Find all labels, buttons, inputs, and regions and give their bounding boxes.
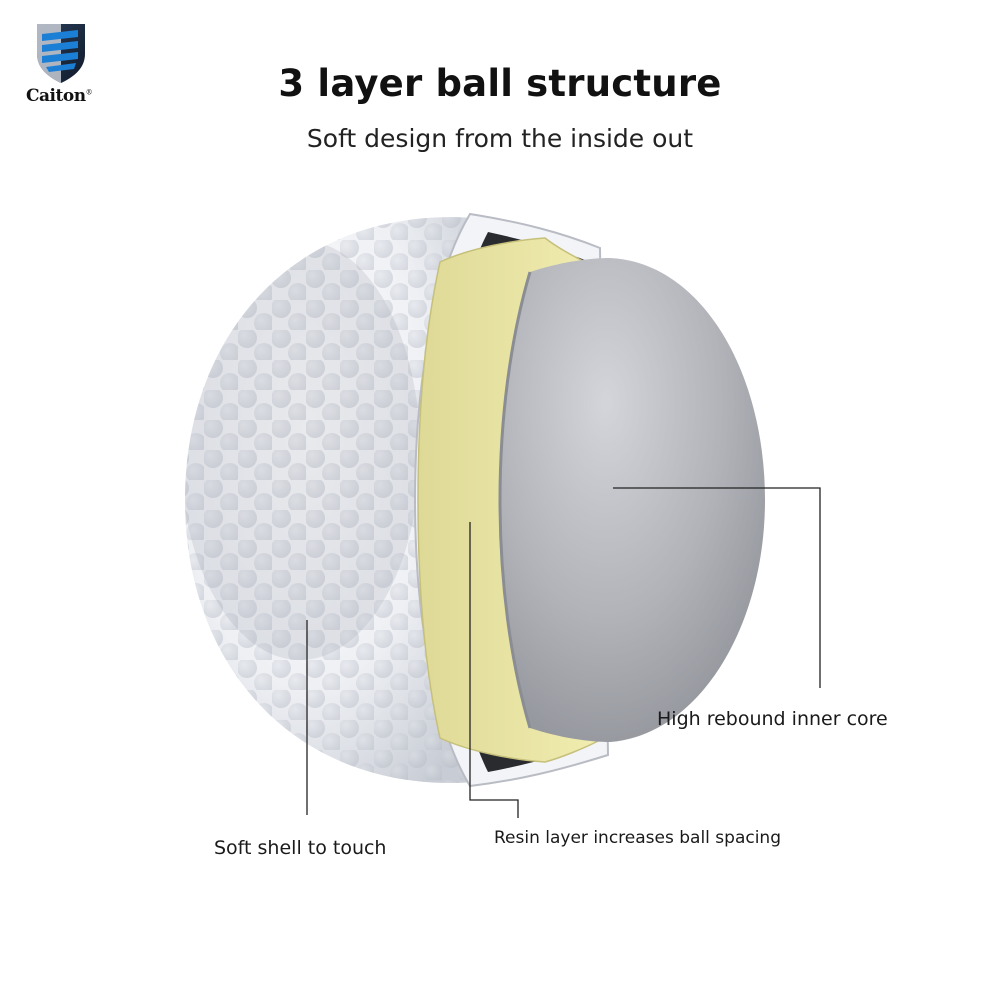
inner-core [498, 258, 765, 742]
brand-logo: Caiton® [22, 20, 108, 112]
page-subtitle: Soft design from the inside out [306, 124, 694, 153]
resin-label: Resin layer increases ball spacing [494, 828, 781, 848]
page-title: 3 layer ball structure [278, 62, 722, 105]
brand-name-text: Caiton [26, 86, 86, 106]
resin-callout-line [469, 522, 519, 818]
core-callout-line [613, 487, 821, 688]
shell-label: Soft shell to touch [214, 837, 387, 859]
outer-shell [185, 217, 475, 783]
core-label: High rebound inner core [657, 708, 888, 730]
brand-name: Caiton® [26, 86, 112, 106]
registered-mark: ® [85, 88, 93, 97]
shield-stripes-icon [37, 24, 85, 83]
